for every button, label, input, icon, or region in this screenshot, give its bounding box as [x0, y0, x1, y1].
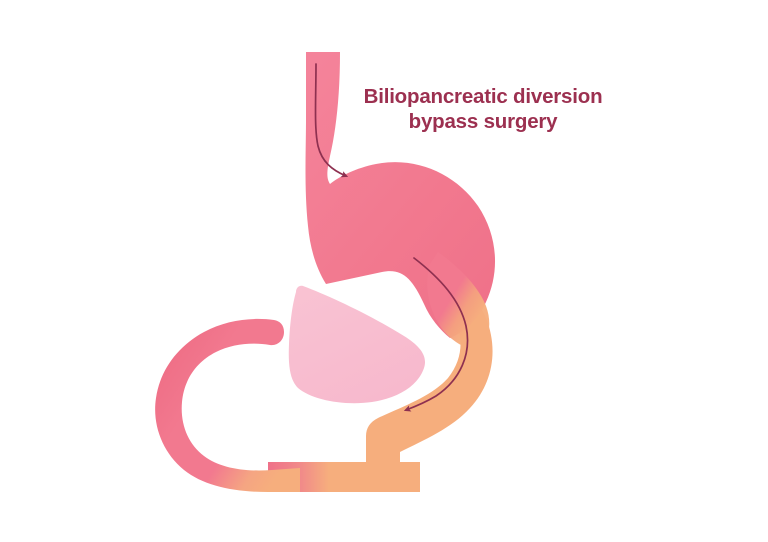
esophagus-flow-arrow — [314, 63, 349, 178]
stomach-pouch-and-esophagus — [305, 52, 496, 352]
intestine-flow-arrow — [403, 257, 469, 412]
stomach-remnant — [288, 285, 426, 404]
biliopancreatic-flow-arrow — [205, 354, 269, 439]
biliopancreatic-limb-loop — [155, 318, 300, 492]
